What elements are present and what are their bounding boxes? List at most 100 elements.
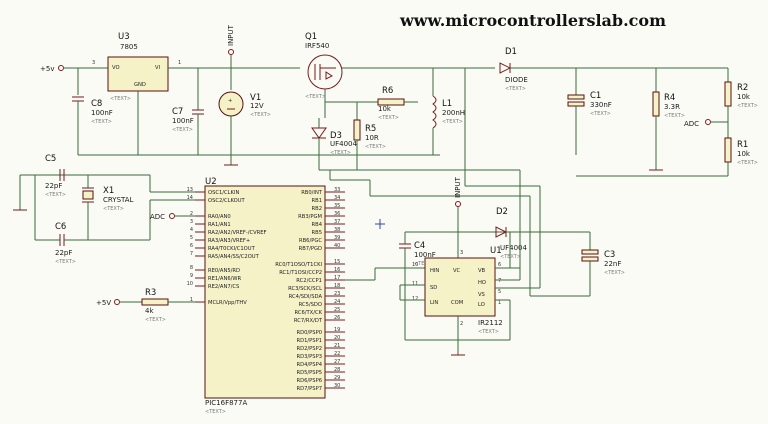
u2-pin-number: 14: [187, 195, 193, 201]
u3-part: 7805: [120, 43, 138, 51]
u3-pin-vo: VO: [112, 65, 120, 71]
u2-pin-name: RC4/SDI/SDA: [289, 294, 323, 300]
terminal-5v-top[interactable]: [58, 65, 64, 71]
u2-pin-name: RC5/SDO: [299, 302, 322, 308]
v1-ref: V1: [250, 93, 261, 103]
r2-value: 10k: [737, 93, 751, 101]
terminal-adc-right[interactable]: [705, 119, 711, 125]
u2-pin-number: 9: [190, 273, 193, 279]
c1-body[interactable]: [567, 101, 585, 107]
d1-body[interactable]: [499, 62, 512, 74]
u2-body[interactable]: [204, 185, 326, 399]
u2-pin-name: RC3/SCK/SCL: [288, 286, 322, 292]
r3-body[interactable]: [141, 298, 169, 306]
u2-pin-name: RD2/PSP2: [297, 346, 323, 352]
u2-pin-name: RD1/PSP1: [297, 338, 323, 344]
u3-body[interactable]: [107, 56, 169, 92]
c1-ref: C1: [590, 91, 601, 101]
u1-pin-ho: HO: [478, 280, 486, 286]
u2-pin-number: 19: [334, 327, 340, 333]
u1-num-com: 2: [460, 321, 463, 327]
u2-pin-name: RA3/AN3/VREF+: [208, 238, 250, 244]
u2-pin-number: 2: [190, 211, 193, 217]
u1-part: IR2112: [478, 319, 503, 327]
terminal-input-top[interactable]: [228, 49, 234, 55]
c6-value: 22pF: [55, 249, 72, 257]
u2-pin-number: 7: [190, 251, 193, 257]
svg-text:+: +: [228, 98, 232, 104]
label-adc-right: ADC: [684, 120, 699, 128]
r2-body[interactable]: [724, 81, 732, 107]
u1-num-vs: 5: [498, 289, 501, 295]
r1-body[interactable]: [724, 137, 732, 163]
u2-pin-number: 33: [334, 187, 340, 193]
r5-body[interactable]: [353, 119, 361, 141]
c1-text: <TEXT>: [590, 111, 611, 117]
d3-body[interactable]: [311, 127, 327, 139]
c3-body[interactable]: [581, 256, 599, 262]
r6-ref: R6: [382, 86, 393, 96]
q1-ref: Q1: [305, 32, 317, 42]
u1-pin-vc: VC: [453, 268, 461, 274]
c8-text: <TEXT>: [91, 119, 112, 125]
c8-value: 100nF: [91, 109, 113, 117]
u2-pin-number: 23: [334, 291, 340, 297]
u2-pin-number: 36: [334, 211, 340, 217]
u2-pin-name: RB7/PGD: [299, 246, 322, 252]
watermark-text: www.microcontrollerslab.com: [399, 11, 666, 30]
u2-pin-name: RC2/CCP1: [296, 278, 322, 284]
u2-pin-name: RA5/AN4/SS/C2OUT: [208, 254, 260, 260]
c6-ref: C6: [55, 222, 66, 232]
u2-pin-name: RC1/T1OSI/CCP2: [279, 270, 322, 276]
c4-value: 100nF: [414, 251, 436, 259]
u2-pin-name: RE0/AN5/RD: [208, 268, 240, 274]
l1-ref: L1: [442, 99, 452, 109]
r5-ref: R5: [365, 124, 376, 134]
u2-text: <TEXT>: [205, 409, 226, 415]
u1-text: <TEXT>: [478, 329, 499, 335]
r2-ref: R2: [737, 83, 748, 93]
r1-value: 10k: [737, 150, 751, 158]
x1-body[interactable]: [82, 190, 94, 200]
u2-pin-number: 16: [334, 267, 340, 273]
u2-pin-number: 39: [334, 235, 340, 241]
u3-num-3: 3: [92, 60, 95, 66]
v1-source[interactable]: [218, 91, 244, 117]
terminal-input-mid[interactable]: [455, 201, 461, 207]
u2-right-pins: 33RB0/INT34RB135RB236RB3/PGM37RB438RB539…: [275, 187, 345, 392]
r4-body[interactable]: [652, 91, 660, 117]
d2-body[interactable]: [495, 226, 508, 238]
u1-body[interactable]: [424, 257, 496, 317]
u2-pin-number: 15: [334, 259, 340, 265]
c4-text: <TEXT>: [414, 261, 435, 267]
u1-pin-lo: LO: [478, 302, 485, 308]
d3-ref: D3: [330, 131, 342, 141]
u1-num-sd: 11: [412, 281, 418, 287]
u2-pin-number: 35: [334, 203, 340, 209]
u2-pin-number: 21: [334, 343, 340, 349]
c8-ref: C8: [91, 99, 102, 109]
u2-pin-name: RE1/AN6/WR: [208, 276, 242, 282]
u2-pin-number: 3: [190, 219, 193, 225]
l1-coil[interactable]: [432, 95, 437, 129]
u3-pin-vi: VI: [155, 65, 161, 71]
label-input-mid: INPUT: [454, 176, 462, 198]
c5-value: 22pF: [45, 182, 62, 190]
u2-pin-name: OSC2/CLKOUT: [208, 198, 246, 204]
u2-pin-number: 29: [334, 375, 340, 381]
r1-text: <TEXT>: [737, 160, 758, 166]
c3-text: <TEXT>: [604, 270, 625, 276]
u2-pin-name: RD7/PSP7: [297, 386, 323, 392]
u2-pin-name: RD5/PSP5: [297, 370, 323, 376]
terminal-adc-left[interactable]: [169, 213, 175, 219]
r4-text: <TEXT>: [664, 113, 685, 119]
x1-ref: X1: [103, 186, 114, 196]
terminal-5v-mclr[interactable]: [114, 299, 120, 305]
l1-value: 200nH: [442, 109, 465, 117]
r6-text: <TEXT>: [378, 115, 399, 121]
u2-pin-number: 37: [334, 219, 340, 225]
d2-part: UF4004: [500, 244, 528, 252]
q1-body[interactable]: [307, 54, 343, 90]
